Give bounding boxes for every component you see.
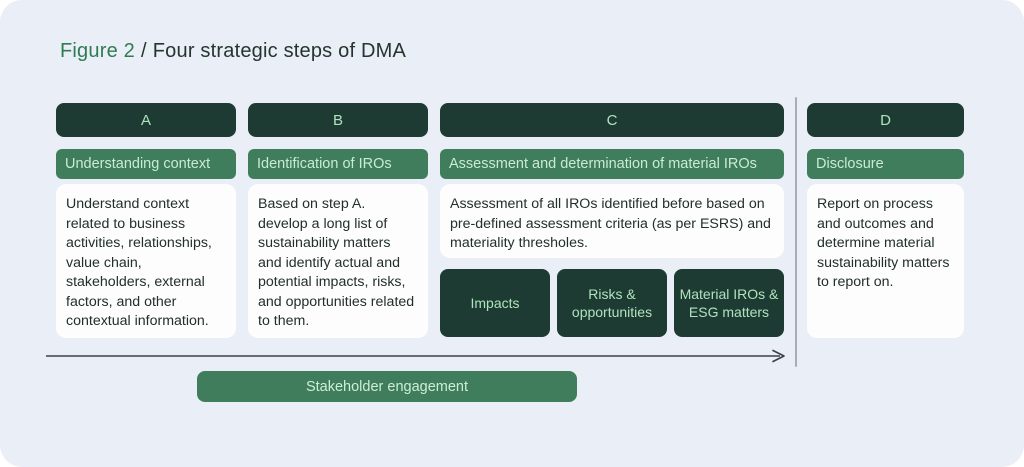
- figure-title-text: Four strategic steps of DMA: [152, 40, 407, 62]
- stakeholder-engagement-bar: Stakeholder engagement: [197, 371, 577, 402]
- subbox-material-iros-esg: Material IROs & ESG matters: [674, 269, 784, 337]
- subbox-risks-opportunities: Risks & opportunities: [557, 269, 667, 337]
- step-body-a: Understand context related to business a…: [56, 184, 236, 338]
- step-badge-a: A: [56, 103, 236, 137]
- step-header-c: Assessment and determination of material…: [440, 149, 784, 179]
- timeline-arrow-icon: [46, 349, 785, 363]
- step-header-d: Disclosure: [807, 149, 964, 179]
- step-badge-d: D: [807, 103, 964, 137]
- step-header-a: Understanding context: [56, 149, 236, 179]
- figure-title: Figure 2/Four strategic steps of DMA: [60, 40, 406, 63]
- step-badge-b: B: [248, 103, 428, 137]
- figure-separator: /: [140, 40, 147, 62]
- step-header-b: Identification of IROs: [248, 149, 428, 179]
- subbox-impacts: Impacts: [440, 269, 550, 337]
- step-badge-c: C: [440, 103, 784, 137]
- step-body-b: Based on step A. develop a long list of …: [248, 184, 428, 338]
- figure-label: Figure 2: [60, 40, 135, 62]
- step-body-d: Report on process and outcomes and deter…: [807, 184, 964, 338]
- section-divider: [795, 97, 797, 367]
- step-body-c: Assessment of all IROs identified before…: [440, 184, 784, 258]
